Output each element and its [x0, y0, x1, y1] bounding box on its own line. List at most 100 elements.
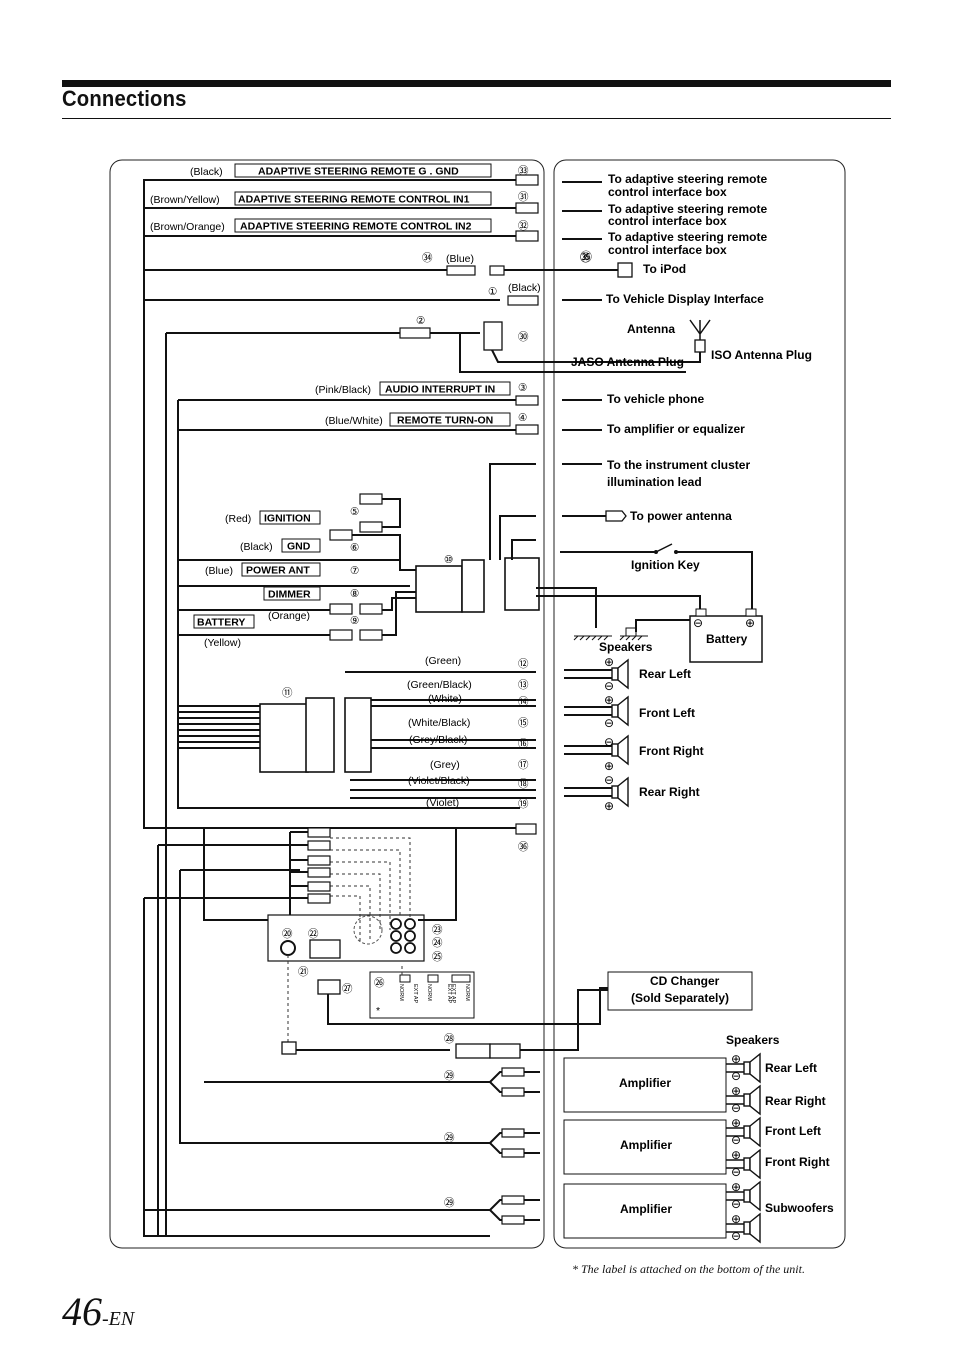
num-36: ㊱: [518, 841, 529, 853]
rr-minus: ⊖: [604, 773, 614, 787]
a-rr-plus: ⊕: [731, 1084, 741, 1098]
asterisk: *: [376, 1005, 380, 1017]
num-5: ⑤: [350, 506, 359, 518]
amplifier-2-label: Amplifier: [620, 1138, 672, 1152]
switch-label-3: NORM: [426, 984, 432, 1001]
wire-label-31: ADAPTIVE STEERING REMOTE CONTROL IN1: [238, 194, 470, 206]
num-1: ①: [488, 286, 497, 298]
wire-label-3: AUDIO INTERRUPT IN: [385, 384, 495, 396]
cd-changer-line2: (Sold Separately): [631, 991, 729, 1005]
wire-label-8: DIMMER: [268, 589, 311, 601]
wire-color-8: (Orange): [268, 610, 310, 622]
adaptive3-line1: To adaptive steering remote: [608, 230, 767, 244]
rl-minus: ⊖: [604, 679, 614, 693]
vehicle-phone-label: To vehicle phone: [607, 392, 704, 406]
num-11: ⑪: [282, 687, 293, 699]
num-32: ㉜: [518, 220, 529, 232]
wire-color-34: (Blue): [446, 253, 474, 265]
wire-color-5: (Red): [225, 513, 251, 525]
a-rl-minus: ⊖: [731, 1069, 741, 1083]
num-12: ⑫: [518, 658, 529, 670]
wire-color-7: (Blue): [205, 565, 233, 577]
amp-rear-right-label: Rear Right: [765, 1094, 826, 1108]
a-sw1-minus: ⊖: [731, 1197, 741, 1211]
switch-label-2: EXT AP: [412, 984, 418, 1003]
num-27: ㉗: [342, 983, 353, 995]
page-number-value: 46: [62, 1289, 102, 1334]
page-title: Connections: [62, 86, 187, 111]
rr-plus: ⊕: [604, 799, 614, 813]
cluster-line2: illumination lead: [607, 475, 702, 489]
adaptive2-line2: control interface box: [608, 214, 727, 228]
adaptive1-line2: control interface box: [608, 185, 727, 199]
num-23: ㉓: [432, 924, 443, 936]
footnote: * The label is attached on the bottom of…: [572, 1262, 805, 1276]
num-21: ㉑: [298, 966, 309, 978]
antenna-label: Antenna: [627, 322, 675, 336]
battery-minus: ⊖: [693, 616, 703, 630]
speakers2-label: Speakers: [726, 1033, 780, 1047]
wire-color-32: (Brown/Orange): [150, 221, 225, 233]
wire-color-15: (White/Black): [408, 717, 470, 729]
cluster-line1: To the instrument cluster: [607, 458, 750, 472]
a-fl-minus: ⊖: [731, 1133, 741, 1147]
a-fr-plus: ⊕: [731, 1148, 741, 1162]
num-15: ⑮: [518, 717, 529, 729]
wire-color-9: (Yellow): [204, 637, 241, 649]
wire-color-14: (White): [428, 693, 462, 705]
num-29c: ㉙: [444, 1197, 455, 1209]
front-right-label: Front Right: [639, 744, 704, 758]
num-8: ⑧: [350, 588, 359, 600]
wire-color-18: (Violet/Black): [408, 775, 470, 787]
amp-front-right-label: Front Right: [765, 1155, 830, 1169]
cd-changer-line1: CD Changer: [650, 974, 720, 988]
a-sw2-minus: ⊖: [731, 1229, 741, 1243]
a-sw1-plus: ⊕: [731, 1180, 741, 1194]
rear-right-label: Rear Right: [639, 785, 700, 799]
rear-left-label: Rear Left: [639, 667, 691, 681]
wire-label-7: POWER ANT: [246, 565, 310, 577]
wire-color-4: (Blue/White): [325, 415, 383, 427]
num-10: ⑩: [444, 554, 453, 566]
left-panel: [109, 159, 545, 1249]
num-7: ⑦: [350, 565, 359, 577]
amp-rear-left-label: Rear Left: [765, 1061, 817, 1075]
title-rule-top: [62, 80, 891, 87]
wire-label-6: GND: [287, 541, 311, 553]
num-34: ㉞: [422, 252, 433, 264]
a-rr-minus: ⊖: [731, 1101, 741, 1115]
num-19: ⑲: [518, 798, 529, 810]
num-13: ⑬: [518, 679, 529, 691]
wire-color-6: (Black): [240, 541, 273, 553]
rl-plus: ⊕: [604, 655, 614, 669]
num-9: ⑨: [350, 615, 359, 627]
num-26: ㉖: [374, 977, 385, 989]
a-fr-minus: ⊖: [731, 1165, 741, 1179]
adaptive1-line1: To adaptive steering remote: [608, 172, 767, 186]
wire-color-31: (Brown/Yellow): [150, 194, 220, 206]
iso-plug-label: ISO Antenna Plug: [711, 348, 812, 362]
fl-minus: ⊖: [604, 716, 614, 730]
wire-color-13: (Green/Black): [407, 679, 472, 691]
subwoofers-label: Subwoofers: [765, 1201, 834, 1215]
wire-color-1: (Black): [508, 282, 541, 294]
wire-label-33: ADAPTIVE STEERING REMOTE G . GND: [258, 166, 459, 178]
num-20: ⑳: [282, 928, 293, 940]
title-rule-bottom: [62, 118, 891, 119]
page-number-suffix: -EN: [102, 1308, 135, 1330]
wire-color-3: (Pink/Black): [315, 384, 371, 396]
num-24: ㉔: [432, 937, 443, 949]
wire-color-33: (Black): [190, 166, 223, 178]
front-left-label: Front Left: [639, 706, 695, 720]
wire-label-32: ADAPTIVE STEERING REMOTE CONTROL IN2: [240, 221, 472, 233]
wire-label-9: BATTERY: [197, 617, 245, 629]
switch-label-4: EXT AP: [446, 984, 452, 1003]
a-rl-plus: ⊕: [731, 1052, 741, 1066]
adaptive2-line1: To adaptive steering remote: [608, 202, 767, 216]
num-17: ⑰: [518, 759, 529, 771]
page-number: 46-EN: [62, 1288, 134, 1335]
num-35-right: ㉟: [580, 250, 592, 264]
switch-label-5: EXT AP: [450, 984, 456, 1003]
num-6: ⑥: [350, 542, 359, 554]
